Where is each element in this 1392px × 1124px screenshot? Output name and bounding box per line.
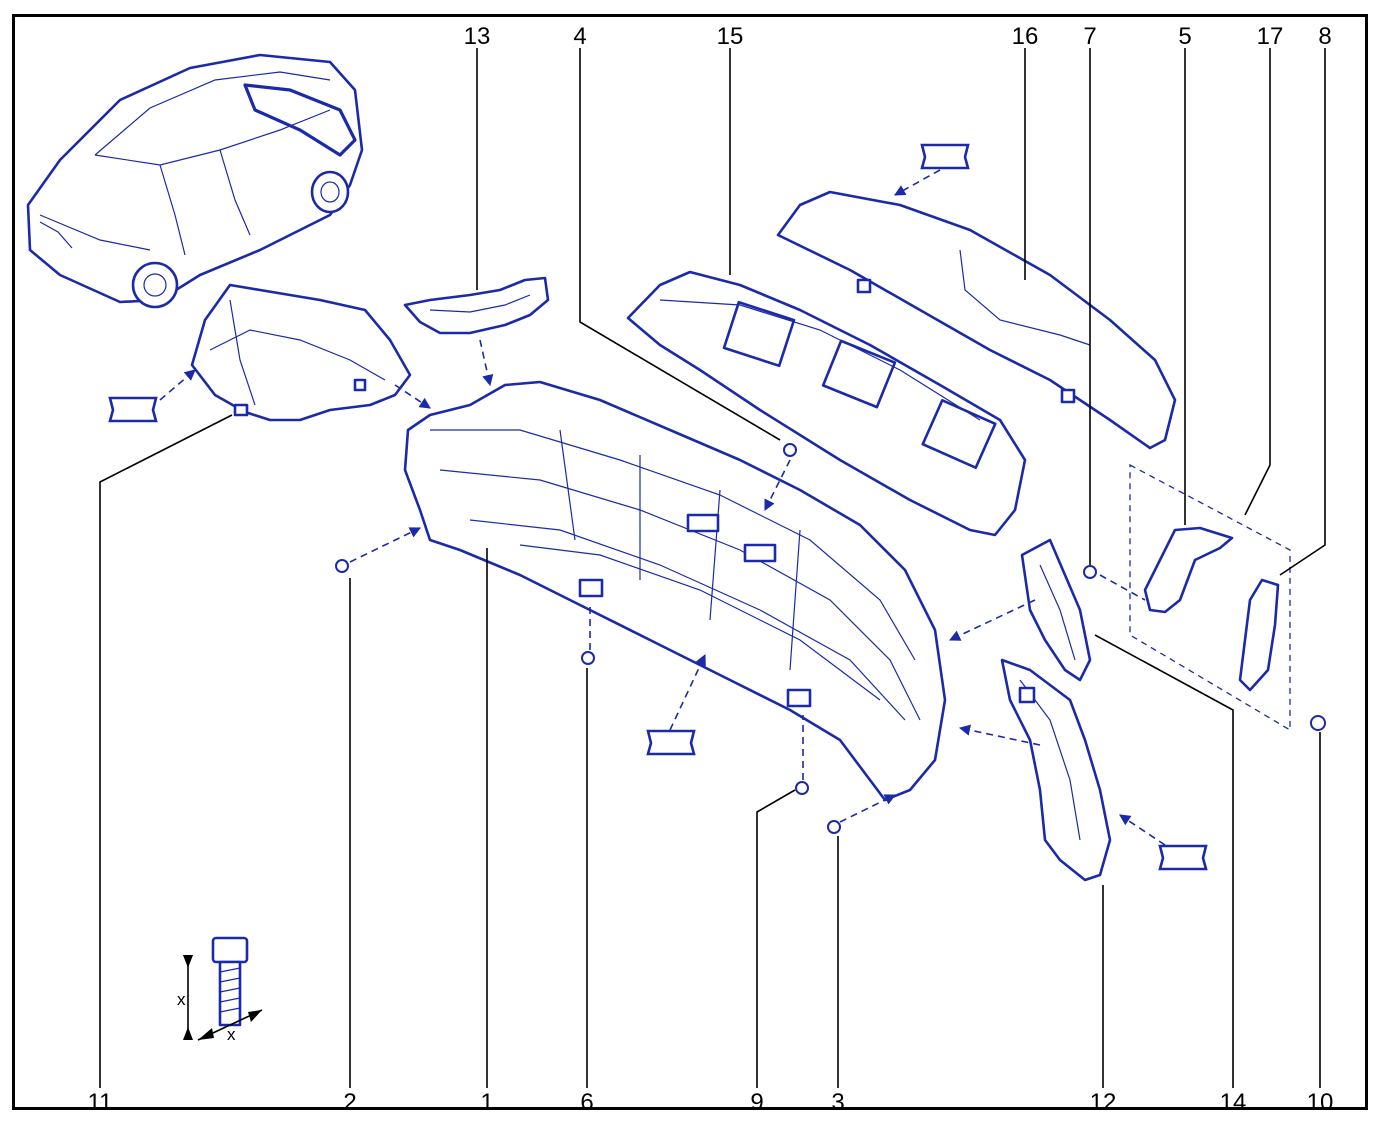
callout-11: 11 xyxy=(88,1089,113,1116)
screw-2-icon xyxy=(335,559,349,573)
callout-17: 17 xyxy=(1257,23,1284,50)
callout-6: 6 xyxy=(580,1089,593,1116)
part-1-bumper xyxy=(403,380,947,802)
glue-symbols xyxy=(108,143,1208,871)
callout-4: 4 xyxy=(573,23,586,50)
callout-5: 5 xyxy=(1178,23,1191,50)
part-5-inner-guide xyxy=(1143,526,1234,614)
part-15-diffuser xyxy=(626,270,1027,537)
part-13-left-bracket xyxy=(403,276,550,335)
vehicle-overview-icon xyxy=(26,53,364,309)
part-8-side-guide xyxy=(1238,578,1280,692)
screw-7-icon xyxy=(1083,565,1097,579)
part-12-right-side-panel xyxy=(1000,658,1112,882)
screw-10-icon xyxy=(1310,715,1326,731)
callout-3: 3 xyxy=(831,1089,844,1116)
part-16-upper-trim xyxy=(776,190,1177,450)
bolt-dimension-icon: x x xyxy=(177,936,263,1044)
callout-14: 14 xyxy=(1220,1089,1247,1116)
callout-12: 12 xyxy=(1090,1089,1117,1116)
callouts-top: 13 4 15 16 7 5 17 8 xyxy=(464,23,1332,50)
callout-10: 10 xyxy=(1307,1089,1334,1116)
callout-15: 15 xyxy=(717,23,744,50)
screw-3-icon xyxy=(827,820,841,834)
callout-16: 16 xyxy=(1012,23,1039,50)
bolt-dimension-label-horizontal: x xyxy=(227,1025,236,1044)
callout-7: 7 xyxy=(1083,23,1096,50)
glue-symbol-icon xyxy=(1158,844,1208,871)
callout-9: 9 xyxy=(750,1089,763,1116)
callout-2: 2 xyxy=(343,1089,356,1116)
part-11-left-side-panel xyxy=(190,283,412,422)
assembly-arrows xyxy=(159,169,1166,846)
glue-symbol-icon xyxy=(646,729,696,756)
screw-9-icon xyxy=(795,781,809,795)
glue-symbol-icon xyxy=(108,396,158,423)
part-14-right-bracket xyxy=(1020,538,1092,682)
callout-1: 1 xyxy=(480,1089,493,1116)
fasteners xyxy=(335,443,1326,834)
leader-lines xyxy=(99,48,1326,1088)
glue-symbol-icon xyxy=(920,143,970,170)
callout-13: 13 xyxy=(464,23,491,50)
callout-8: 8 xyxy=(1318,23,1331,50)
bolt-dimension-label-vertical: x xyxy=(177,990,186,1009)
screw-6-icon xyxy=(581,651,595,665)
callouts-bottom: 11 2 1 6 9 3 12 14 10 xyxy=(88,1089,1334,1116)
screw-4-icon xyxy=(783,443,797,457)
